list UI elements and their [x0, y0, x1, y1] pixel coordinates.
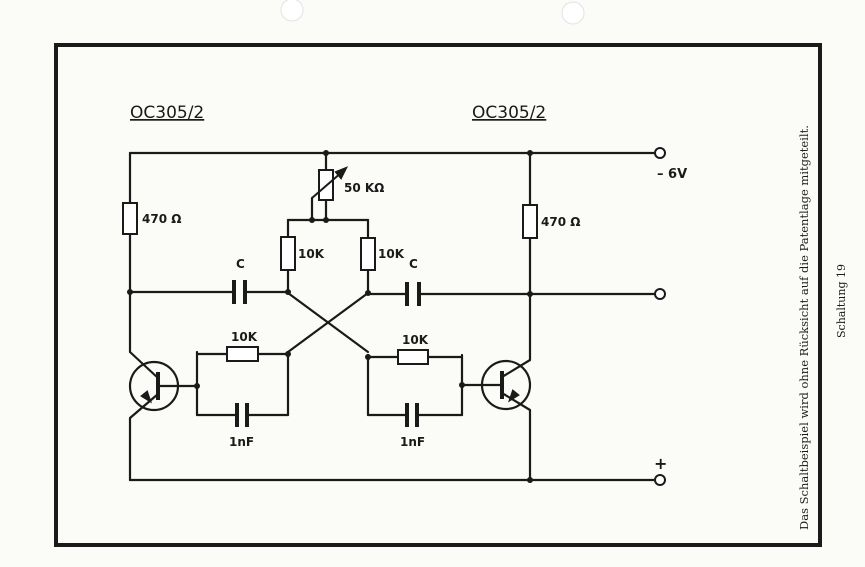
cap-right-label: C — [409, 257, 418, 271]
resistor-base-right — [360, 237, 376, 271]
page-frame — [54, 43, 822, 547]
circuit-wires — [128, 151, 657, 482]
capacitor-feedback-right — [405, 403, 419, 427]
capacitor-coupling-left — [232, 280, 247, 304]
r-feedback-right-label: 10K — [402, 333, 429, 347]
transistor-right-icon — [480, 359, 532, 411]
resistor-feedback-right — [397, 349, 429, 365]
cap-left-label: C — [236, 257, 245, 271]
supply-minus-label: – 6V — [657, 167, 687, 182]
resistor-base-left — [280, 236, 296, 271]
junction-dots — [127, 150, 533, 483]
terminal-minus-6v — [654, 147, 666, 159]
r-feedback-left-label: 10K — [231, 330, 258, 344]
caption-main: Das Schaltbeispiel wird ohne Rücksicht a… — [797, 125, 811, 530]
cap-feedback-right-label: 1nF — [400, 435, 425, 449]
punch-hole-right — [561, 1, 585, 25]
r-collector-right-label: 470 Ω — [541, 215, 580, 229]
pot-value-label: 50 KΩ — [344, 181, 384, 195]
terminals — [654, 147, 666, 486]
r-base-left-label: 10K — [298, 247, 325, 261]
transistor-right-label: OC305/2 — [472, 103, 546, 123]
r-collector-left-label: 470 Ω — [142, 212, 181, 226]
transistor-left-label: OC305/2 — [130, 103, 204, 123]
cap-feedback-left-label: 1nF — [229, 435, 254, 449]
capacitor-coupling-right — [405, 282, 421, 306]
supply-plus-label: + — [654, 454, 667, 473]
potentiometer-arrow-icon — [311, 166, 349, 199]
resistor-collector-left — [122, 202, 138, 235]
caption-title: Schaltung 19 — [835, 264, 848, 338]
punch-hole-left — [280, 0, 304, 22]
r-base-right-label: 10K — [378, 247, 405, 261]
transistor-left-icon — [128, 351, 180, 419]
terminal-output — [654, 288, 666, 300]
terminal-plus — [654, 474, 666, 486]
resistor-feedback-left — [226, 346, 259, 362]
capacitor-feedback-left — [235, 403, 249, 427]
resistor-collector-right — [522, 204, 538, 239]
